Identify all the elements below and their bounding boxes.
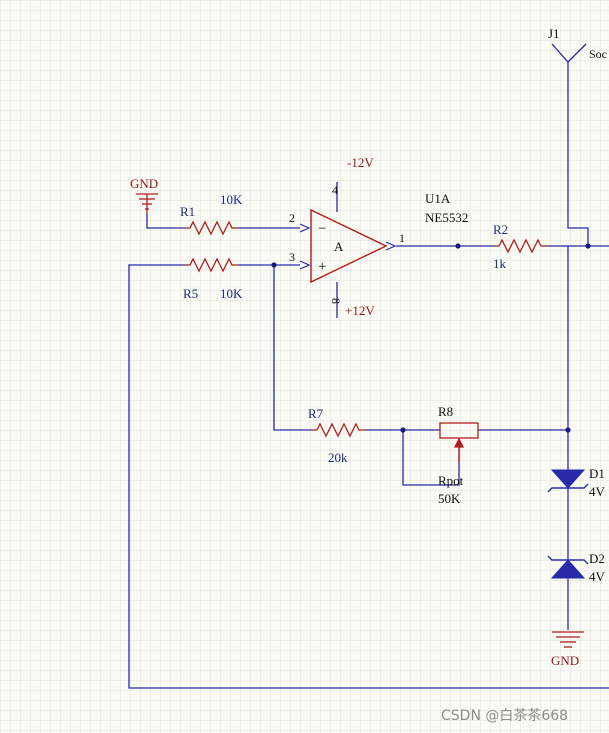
opamp-vminus-label: -12V bbox=[347, 155, 374, 170]
junctions bbox=[271, 243, 591, 433]
d1-ref: D1 bbox=[589, 466, 605, 481]
junction-dot bbox=[565, 427, 571, 433]
wires bbox=[128, 62, 609, 689]
wire-gnd-r1 bbox=[146, 214, 185, 229]
r7-value: 20k bbox=[328, 450, 348, 465]
wire-bottom-loop bbox=[128, 264, 609, 689]
r8-type: Rpot bbox=[438, 473, 464, 488]
r8-ref: R8 bbox=[438, 404, 453, 419]
connector-j1: J1 Soc bbox=[548, 26, 607, 63]
wire-j1 bbox=[567, 62, 589, 246]
opamp-inv-symbol: − bbox=[318, 221, 326, 237]
opamp-pin-out: 1 bbox=[399, 231, 405, 245]
resistor-r2 bbox=[494, 238, 548, 254]
wire-node-r7 bbox=[273, 265, 312, 431]
gnd-label-top: GND bbox=[130, 176, 158, 191]
j1-type: Soc bbox=[589, 47, 607, 61]
opamp-pin-noninv: 3 bbox=[289, 250, 295, 264]
opamp-u1a bbox=[299, 208, 397, 284]
d1-value: 4V bbox=[589, 484, 606, 499]
r2-ref: R2 bbox=[493, 222, 508, 237]
r2-value: 1k bbox=[493, 256, 507, 271]
opamp-pin-vminus: 4 bbox=[332, 183, 338, 197]
zener-d2 bbox=[547, 555, 589, 579]
d2-value: 4V bbox=[589, 569, 606, 584]
junction-dot bbox=[585, 243, 591, 249]
opamp-triangle bbox=[310, 208, 388, 284]
gnd-label-bottom: GND bbox=[551, 653, 579, 668]
opamp-noninv-symbol: + bbox=[318, 259, 326, 275]
junction-dot bbox=[271, 262, 277, 268]
junction-dot bbox=[400, 427, 406, 433]
zener-d1 bbox=[547, 469, 589, 493]
opamp-part: NE5532 bbox=[425, 210, 468, 225]
junction-dot bbox=[455, 243, 461, 249]
opamp-unit: A bbox=[334, 239, 344, 254]
r5-ref: R5 bbox=[183, 286, 198, 301]
gnd-symbol-top bbox=[136, 193, 158, 214]
d2-ref: D2 bbox=[589, 551, 605, 566]
j1-symbol bbox=[551, 43, 587, 63]
resistor-r5 bbox=[185, 257, 238, 273]
potentiometer-r8 bbox=[439, 422, 479, 462]
r5-value: 10K bbox=[220, 286, 243, 301]
r8-value: 50K bbox=[438, 491, 461, 506]
resistor-r1 bbox=[185, 220, 238, 236]
resistor-r7 bbox=[312, 422, 366, 438]
opamp-pin-vplus: 8 bbox=[329, 298, 343, 304]
r1-value: 10K bbox=[220, 192, 243, 207]
opamp-pin-inv: 2 bbox=[289, 211, 295, 225]
opamp-ref: U1A bbox=[425, 191, 451, 206]
gnd-symbol-bottom bbox=[552, 631, 584, 648]
opamp-vplus-label: +12V bbox=[345, 303, 375, 318]
r7-ref: R7 bbox=[308, 406, 324, 421]
wire-pot-wiper bbox=[402, 430, 460, 486]
j1-ref: J1 bbox=[548, 26, 560, 41]
watermark: CSDN @白茶茶668 bbox=[441, 708, 568, 724]
r1-ref: R1 bbox=[180, 204, 195, 219]
